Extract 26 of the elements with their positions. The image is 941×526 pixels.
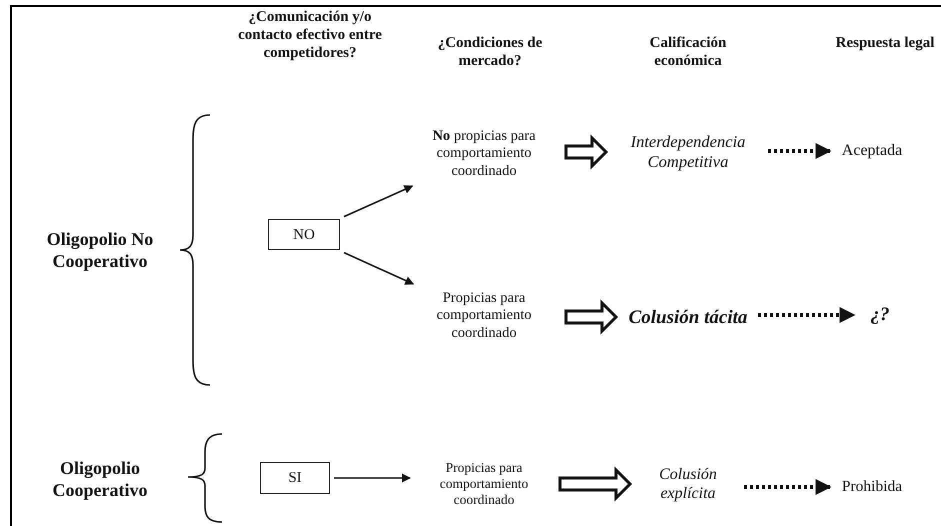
node-text: Colusión explícita — [636, 460, 740, 508]
node-text: Prohibida — [834, 476, 910, 498]
block-arrow — [558, 466, 632, 502]
block-arrow — [564, 299, 618, 335]
node-text: Oligopolio Cooperativo — [25, 456, 175, 504]
block-arrow — [564, 134, 608, 170]
node-text: Propicias para comportamiento coordinado — [414, 456, 554, 512]
node-text: ¿? — [858, 302, 902, 328]
arrow — [344, 252, 414, 285]
node-text: Aceptada — [834, 140, 910, 162]
node-text: Interdependencia Competitiva — [612, 128, 764, 176]
dotted-arrow — [758, 307, 856, 323]
arrow — [334, 474, 411, 482]
column-header: Respuesta legal — [835, 34, 935, 52]
node-text: No propicias para comportamiento coordinado — [408, 126, 560, 182]
arrow — [344, 185, 414, 218]
answer-box: SI — [260, 462, 330, 494]
column-header: ¿Condiciones de mercado? — [436, 34, 544, 70]
answer-box: NO — [268, 219, 340, 250]
dotted-arrow — [768, 143, 832, 159]
node-text: Propicias para comportamiento coordinado — [408, 288, 560, 344]
node-text: Colusión tácita — [622, 290, 754, 346]
node-text: Oligopolio No Cooperativo — [20, 228, 180, 274]
dotted-arrow — [744, 479, 832, 495]
column-header: Calificación económica — [648, 34, 728, 70]
column-header: ¿Comunicación y/o contacto efectivo entre competidores? — [237, 8, 383, 62]
